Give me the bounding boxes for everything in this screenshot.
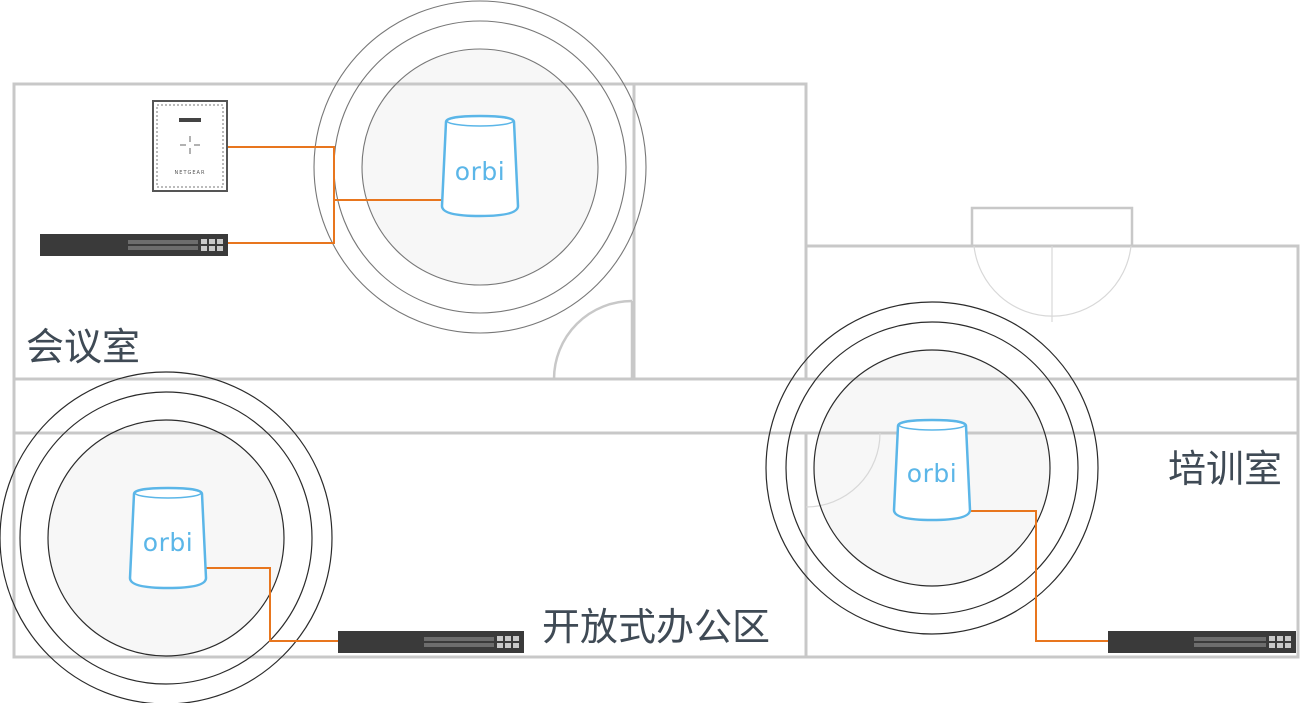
router-brand-label: NETGEAR [175, 170, 206, 176]
cables [206, 146, 1108, 642]
wall-right-wing [806, 244, 1300, 379]
wall-training-room [804, 431, 1300, 659]
orbi-satellite-icon-meeting: orbi [440, 114, 520, 218]
orbi-satellite-icon-office: orbi [128, 486, 208, 590]
coverage-rings-training [765, 301, 1099, 635]
door-meeting-room [552, 299, 633, 380]
network-switch-icon-meeting [40, 234, 228, 256]
network-switch-icon-training [1108, 631, 1296, 653]
cable-switch-meeting [228, 200, 335, 244]
cable-office [206, 567, 340, 642]
orbi-satellite-icon-training: orbi [892, 418, 972, 522]
orbi-logo-training: orbi [907, 459, 957, 488]
door-entrance-frame [970, 206, 1134, 248]
cable-training [970, 510, 1108, 642]
room-label-training: 培训室 [1168, 447, 1282, 491]
orbi-logo-office: orbi [143, 528, 193, 557]
network-switch-icon-office [338, 631, 524, 653]
room-label-open-office: 开放式办公区 [542, 605, 770, 649]
orbi-logo-meeting: orbi [455, 157, 505, 186]
coverage-rings-office [0, 371, 333, 703]
walls [12, 82, 1300, 659]
cable-router [228, 146, 442, 201]
wall-small-room [632, 82, 808, 381]
netgear-router-icon: NETGEAR [152, 100, 228, 192]
room-label-meeting: 会议室 [26, 325, 140, 369]
